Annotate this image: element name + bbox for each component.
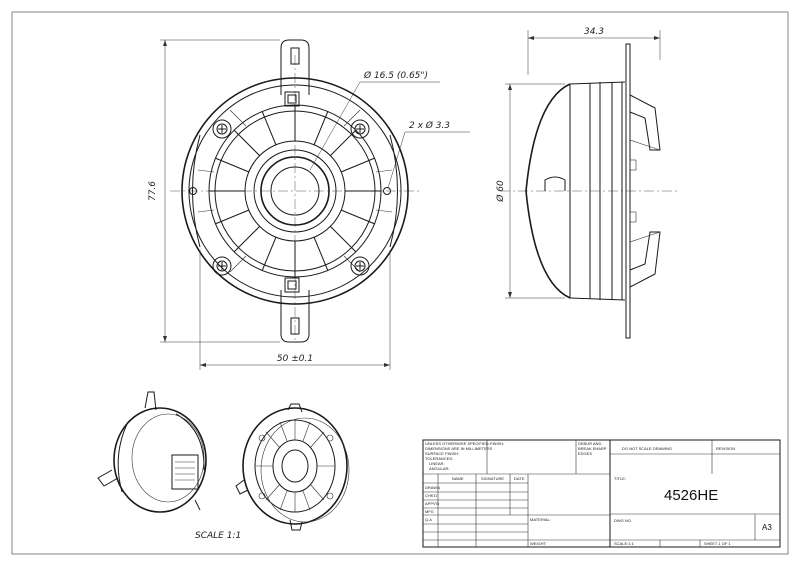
tb-deburr-2: EDGES [578,451,592,456]
side-view-dimensions: 34.3 Ø 60 [495,27,661,299]
title-block: UNLESS OTHERWISE SPECIFIED: DIMENSIONS A… [422,439,781,548]
isometric-front-view [235,403,350,531]
tb-row-qa: Q.A [425,517,432,522]
screw-bottom-right [350,256,370,276]
sheet-size: A3 [762,523,772,532]
dim-depth: 34.3 [584,27,604,37]
tb-note-4: LINEAR: [429,461,445,466]
tb-row-mfg: MFG [425,509,434,514]
front-view [170,39,420,343]
tb-col-signature: SIGNATURE [481,476,504,481]
tb-note-1: DIMENSIONS ARE IN MILLIMETERS [425,446,493,451]
isometric-rear-view [97,391,207,513]
tb-row-chkd: CHK'D [425,493,437,498]
tb-finish: FINISH: [490,441,504,446]
dim-body-diameter: Ø 60 [495,180,506,203]
tb-revision: REVISION [716,446,735,451]
front-view-dimensions: 77.6 50 ±0.1 Ø 16.5 (0.65") 2 x Ø 3.3 [148,39,470,370]
side-view [500,43,680,339]
tb-col-date: DATE [514,476,525,481]
tb-dwg-no-label: DWG NO. [614,518,632,523]
tb-row-appvd: APPV'D [425,501,439,506]
tb-material-label: MATERIAL: [530,517,551,522]
dim-hole-diameter: Ø 16.5 (0.65") [363,70,428,81]
tb-weight-label: WEIGHT: [530,541,547,546]
dim-mount-holes: 2 x Ø 3.3 [409,120,450,131]
tb-scale-label: SCALE:1:1 [614,541,635,546]
tb-col-name: NAME [452,476,464,481]
tb-note-5: ANGULAR: [429,466,449,471]
screw-top-right [350,119,370,139]
tb-deburr-0: DEBUR AND [578,441,601,446]
tb-note-2: SURFACE FINISH: [425,451,459,456]
dim-width: 50 ±0.1 [277,354,313,364]
tb-sheet-label: SHEET 1 OF 1 [704,541,731,546]
tb-note-0: UNLESS OTHERWISE SPECIFIED: [425,441,490,446]
tb-deburr-1: BREAK SHARP [578,446,607,451]
screw-bottom-left [212,256,232,276]
tb-row-drawn: DRAWN [425,485,440,490]
scale-note: SCALE 1:1 [195,531,241,541]
sheet-border [11,11,789,555]
dim-height: 77.6 [148,181,158,201]
screw-top-left [212,119,232,139]
tb-note-3: TOLERANCES: [425,456,453,461]
part-number: 4526HE [664,487,718,504]
tb-do-not-scale: DO NOT SCALE DRAWING [622,446,672,451]
tb-title-label: TITLE: [614,476,626,481]
